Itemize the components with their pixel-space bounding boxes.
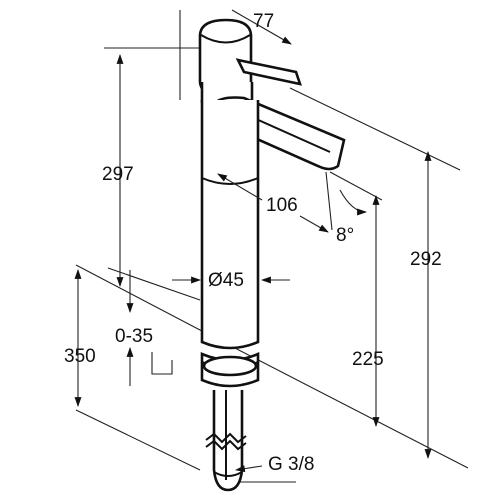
dim-106-label: 106: [266, 195, 298, 216]
dim-225-label: 225: [352, 349, 384, 370]
dim-297-label: 297: [102, 164, 134, 185]
dim-350-label: 350: [64, 346, 96, 367]
extension-lines: [75, 10, 469, 483]
dim-77-label: 77: [253, 11, 274, 32]
thread-g-3-8-label: G 3/8: [268, 454, 314, 475]
dim-0-35-label: 0-35: [115, 326, 153, 347]
dim-diameter-45-label: Ø45: [208, 270, 244, 291]
faucet-body: [198, 18, 346, 492]
dim-292-label: 292: [410, 249, 442, 270]
dimension-lines: [74, 9, 432, 473]
dim-8-degree-label: 8°: [336, 225, 354, 246]
